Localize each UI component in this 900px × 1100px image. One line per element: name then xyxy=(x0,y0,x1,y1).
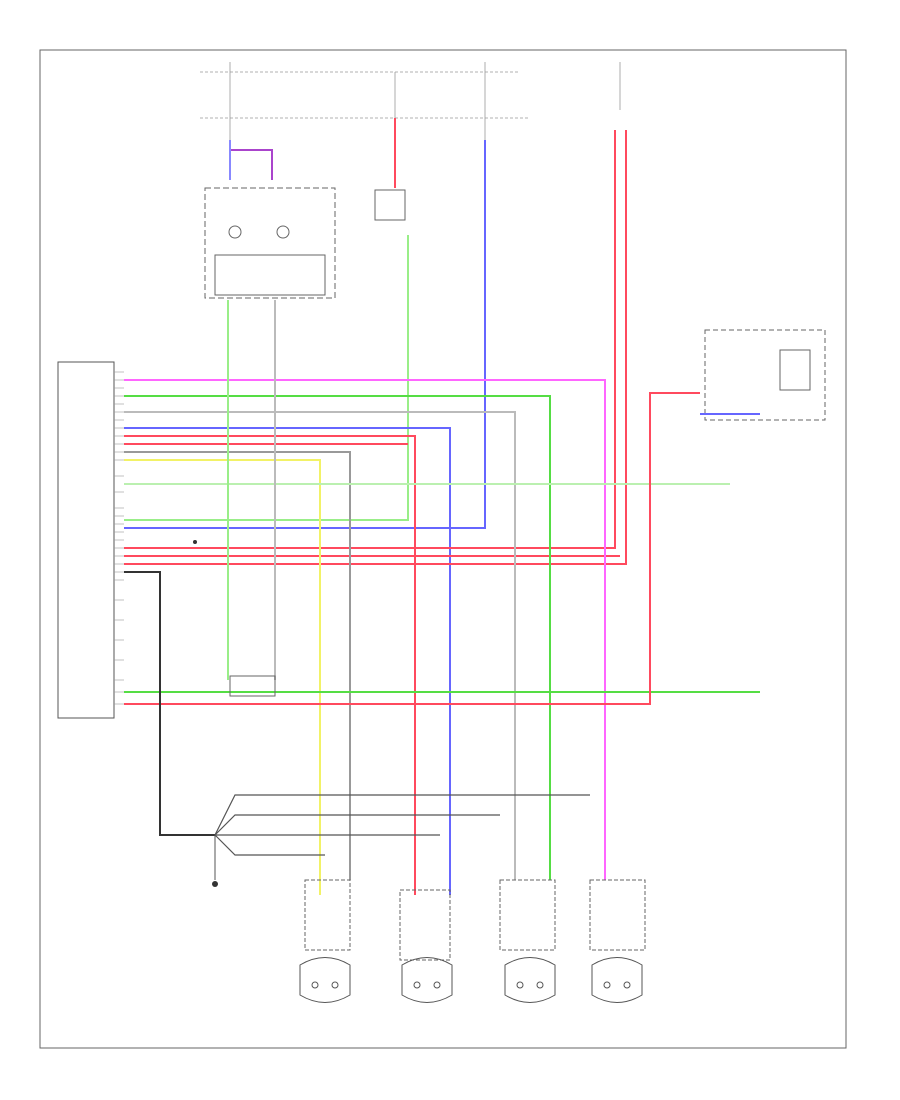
wire-gray-2 xyxy=(124,451,351,880)
wire-gray-1 xyxy=(124,411,516,880)
wire-blue-pin xyxy=(124,427,451,895)
wire-red-right-2 xyxy=(124,130,627,565)
wire-dark-harness xyxy=(124,571,215,836)
stop-lamp-switch xyxy=(374,189,406,221)
switch-node-icon xyxy=(193,540,197,544)
ground-icon xyxy=(212,881,218,887)
top-fuse-ticks xyxy=(229,62,621,140)
brake-switch-box xyxy=(204,187,336,299)
wire-blue-main xyxy=(124,140,486,529)
wire-red-right-1 xyxy=(124,130,616,549)
warning-lamp-box xyxy=(704,329,826,421)
sensor-right-front xyxy=(499,879,556,1003)
diagram-frame xyxy=(39,49,847,1049)
wire-pink-long xyxy=(124,379,606,880)
wire-yellow xyxy=(124,459,321,895)
module-pin-stubs xyxy=(114,371,124,705)
relay-connector xyxy=(229,675,276,697)
wire-lightgreen-stop xyxy=(124,235,409,521)
sensor-right-rear xyxy=(589,879,646,1003)
switch-contact-icon xyxy=(228,225,242,239)
warning-lamp-inner xyxy=(779,349,811,391)
wire-red-bottom xyxy=(124,392,700,705)
sensor-left-front xyxy=(299,879,351,1003)
brake-switch-inner xyxy=(214,254,326,296)
sensor-harness xyxy=(214,794,590,856)
switch-contact-icon-2 xyxy=(276,225,290,239)
sensor-left-rear xyxy=(399,889,453,1003)
wire-green-long xyxy=(124,395,551,880)
wire-red-pin-1 xyxy=(124,435,416,895)
abs-control-module xyxy=(57,361,115,719)
wire-violet-top xyxy=(230,149,273,180)
